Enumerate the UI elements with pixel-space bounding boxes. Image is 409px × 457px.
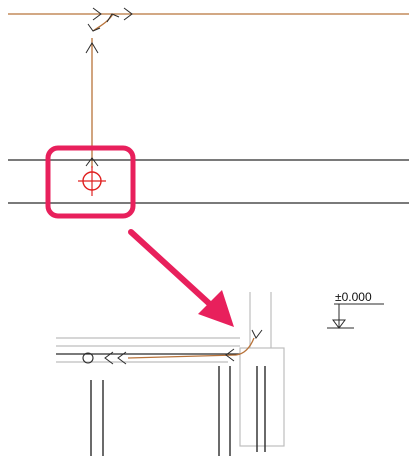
flow-chevron-icon: [85, 42, 99, 54]
level-label: ±0.000: [335, 290, 372, 304]
section-pipe: [127, 337, 255, 359]
section-view: ±0.000: [56, 290, 384, 456]
pipe-end-circle-icon: [82, 352, 94, 364]
highlight-box: [45, 145, 136, 219]
flow-chevron-icon: [117, 351, 127, 365]
arrow-down-right-icon: [128, 229, 234, 327]
elbow-chevron-icon: [106, 13, 120, 23]
elevation-triangle-icon: [327, 303, 384, 329]
elbow-chevron-icon: [251, 329, 263, 339]
flow-chevron-icon: [104, 351, 114, 365]
flow-chevron-icon: [92, 7, 102, 21]
flow-chevron-icon: [123, 7, 133, 21]
flow-chevron-icon: [225, 348, 235, 362]
column-outline: [239, 347, 285, 447]
elbow-tick-icon: [87, 23, 101, 32]
crosshair-circle-icon: [78, 157, 106, 196]
plan-view: [8, 7, 409, 219]
